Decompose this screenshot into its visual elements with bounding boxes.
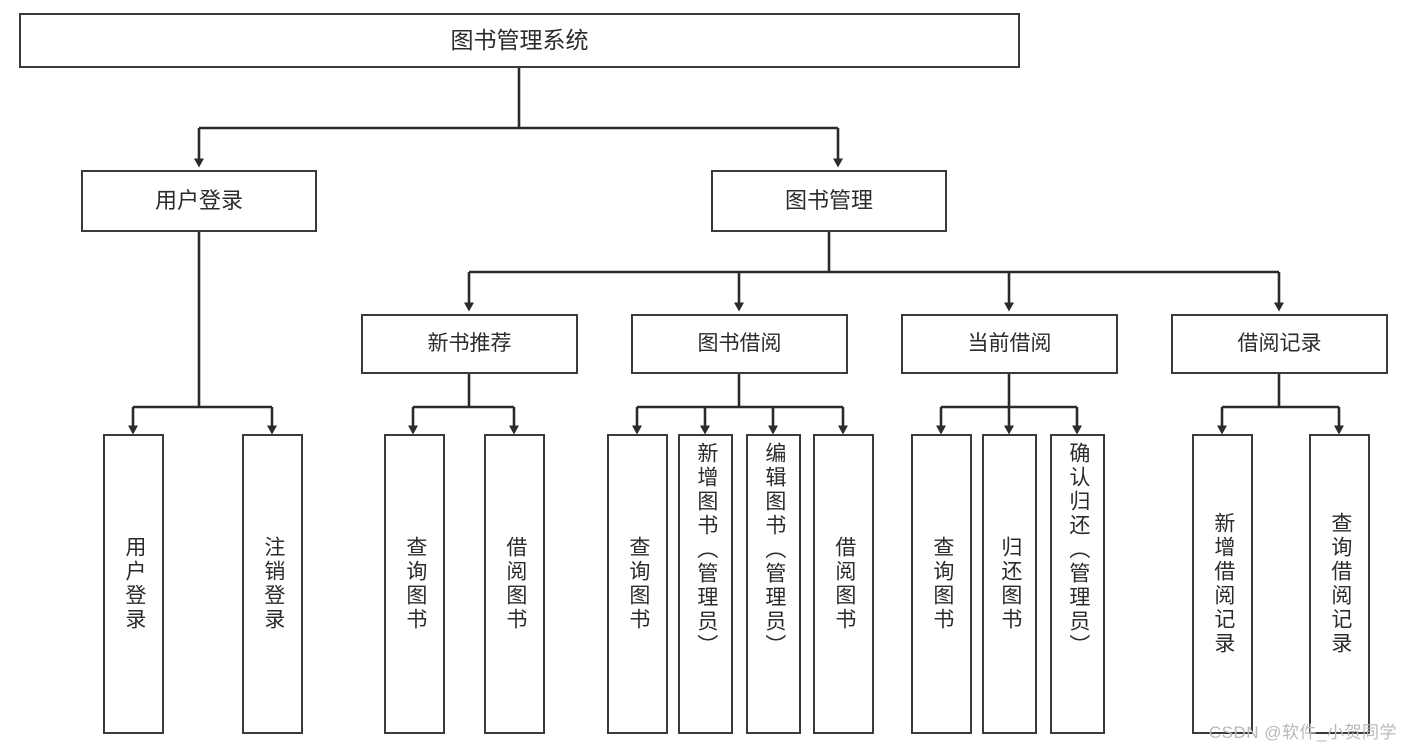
node-leaf-add-book[interactable]: 新增图书（管理员） [678, 434, 733, 734]
watermark-text: CSDN @软件_小贺同学 [1208, 723, 1397, 742]
node-book-management-label: 图书管理 [784, 188, 873, 214]
node-borrow-record-label: 借阅记录 [1237, 331, 1322, 355]
node-leaf-edit-book[interactable]: 编辑图书（管理员） [746, 434, 801, 734]
node-leaf-return-book-label: 归还图书 [998, 536, 1022, 632]
node-leaf-query-book-2-label: 查询图书 [626, 536, 650, 632]
node-leaf-query-book-3-label: 查询图书 [930, 536, 954, 632]
node-book-borrow-label: 图书借阅 [697, 331, 782, 355]
node-current-borrow[interactable]: 当前借阅 [901, 314, 1118, 374]
node-leaf-borrow-book-2[interactable]: 借阅图书 [813, 434, 874, 734]
node-leaf-query-book-3[interactable]: 查询图书 [911, 434, 972, 734]
node-new-book-recommend[interactable]: 新书推荐 [361, 314, 578, 374]
node-user-login-label: 用户登录 [154, 188, 243, 214]
node-leaf-query-book-1-label: 查询图书 [403, 536, 427, 632]
node-book-borrow[interactable]: 图书借阅 [631, 314, 848, 374]
node-leaf-query-record[interactable]: 查询借阅记录 [1309, 434, 1370, 734]
node-leaf-user-login-label: 用户登录 [122, 536, 146, 632]
node-leaf-add-record[interactable]: 新增借阅记录 [1192, 434, 1253, 734]
node-user-login[interactable]: 用户登录 [81, 170, 317, 232]
node-leaf-user-login[interactable]: 用户登录 [103, 434, 164, 734]
node-leaf-return-book[interactable]: 归还图书 [982, 434, 1037, 734]
node-root[interactable]: 图书管理系统 [19, 13, 1020, 68]
node-book-management[interactable]: 图书管理 [711, 170, 947, 232]
node-leaf-confirm-return-label: 确认归还（管理员） [1066, 442, 1090, 658]
node-leaf-confirm-return[interactable]: 确认归还（管理员） [1050, 434, 1105, 734]
node-leaf-user-logout-label: 注销登录 [261, 536, 285, 632]
node-leaf-query-record-label: 查询借阅记录 [1328, 512, 1352, 656]
node-new-book-recommend-label: 新书推荐 [427, 331, 512, 355]
node-leaf-borrow-book-1[interactable]: 借阅图书 [484, 434, 545, 734]
node-leaf-borrow-book-1-label: 借阅图书 [503, 536, 527, 632]
node-leaf-query-book-1[interactable]: 查询图书 [384, 434, 445, 734]
node-current-borrow-label: 当前借阅 [967, 331, 1052, 355]
node-root-label: 图书管理系统 [450, 26, 589, 53]
node-leaf-add-book-label: 新增图书（管理员） [694, 442, 718, 658]
node-leaf-user-logout[interactable]: 注销登录 [242, 434, 303, 734]
node-leaf-borrow-book-2-label: 借阅图书 [832, 536, 856, 632]
node-leaf-add-record-label: 新增借阅记录 [1211, 512, 1235, 656]
node-leaf-edit-book-label: 编辑图书（管理员） [762, 442, 786, 658]
node-borrow-record[interactable]: 借阅记录 [1171, 314, 1388, 374]
node-leaf-query-book-2[interactable]: 查询图书 [607, 434, 668, 734]
